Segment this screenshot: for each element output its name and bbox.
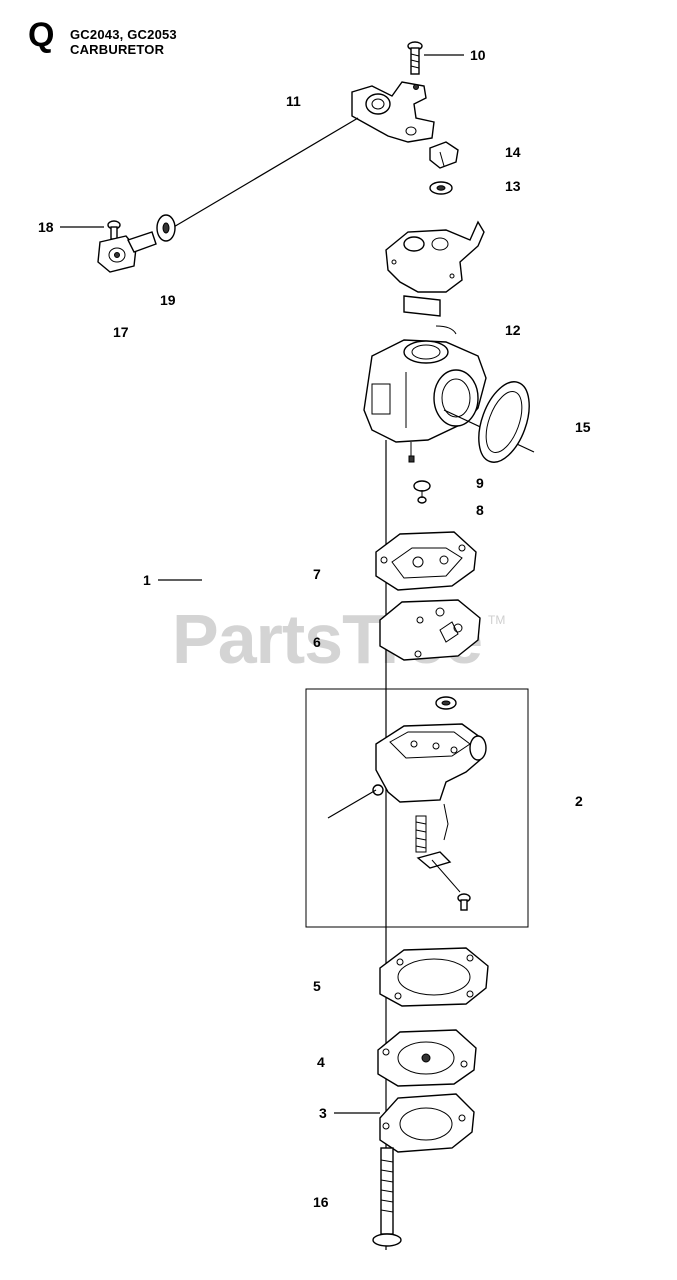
part-3-cover-plate[interactable] xyxy=(379,1093,475,1153)
section-letter: Q xyxy=(28,16,55,54)
callout-6: 6 xyxy=(313,634,321,650)
callout-8: 8 xyxy=(476,502,484,518)
part-14-nut[interactable] xyxy=(429,141,459,169)
callout-19: 19 xyxy=(160,292,176,308)
carburetor-body[interactable] xyxy=(363,339,487,463)
callout-12: 12 xyxy=(505,322,521,338)
callout-5: 5 xyxy=(313,978,321,994)
section-title: CARBURETOR xyxy=(70,42,165,57)
part-5-gasket[interactable] xyxy=(379,947,489,1007)
leader-2-axis xyxy=(327,789,377,819)
callout-10: 10 xyxy=(470,47,486,63)
callout-7: 7 xyxy=(313,566,321,582)
part-17-19-shaft-assembly[interactable] xyxy=(97,214,176,273)
part-11-lever-bracket[interactable] xyxy=(351,81,435,143)
part-9-8-screw-oring[interactable] xyxy=(413,480,431,504)
callout-4: 4 xyxy=(317,1054,325,1070)
part-15-gasket-ring[interactable] xyxy=(469,375,539,469)
callout-2: 2 xyxy=(575,793,583,809)
callout-17: 17 xyxy=(113,324,129,340)
part-18-screw[interactable] xyxy=(107,220,121,240)
callout-9: 9 xyxy=(476,475,484,491)
callout-3: 3 xyxy=(319,1105,327,1121)
watermark-trademark: TM xyxy=(488,613,505,627)
callout-14: 14 xyxy=(505,144,521,160)
part-7-gasket[interactable] xyxy=(375,531,477,591)
throttle-shaft-line xyxy=(171,117,359,229)
part-12-carburetor-cover[interactable] xyxy=(385,220,485,335)
part-13-washer[interactable] xyxy=(429,181,453,195)
callout-11: 11 xyxy=(286,93,301,109)
callout-16: 16 xyxy=(313,1194,329,1210)
part-10-screw[interactable] xyxy=(407,41,423,75)
callout-13: 13 xyxy=(505,178,521,194)
callout-1: 1 xyxy=(143,572,151,588)
callout-15: 15 xyxy=(575,419,591,435)
part-4-diaphragm[interactable] xyxy=(377,1029,477,1087)
model-numbers: GC2043, GC2053 xyxy=(70,27,177,42)
callout-18: 18 xyxy=(38,219,54,235)
part-16-long-screw[interactable] xyxy=(372,1147,402,1247)
part-2-pump-cover-assembly[interactable] xyxy=(372,696,487,911)
part-2-kit-box[interactable] xyxy=(305,688,529,928)
part-6-diaphragm[interactable] xyxy=(379,599,481,661)
